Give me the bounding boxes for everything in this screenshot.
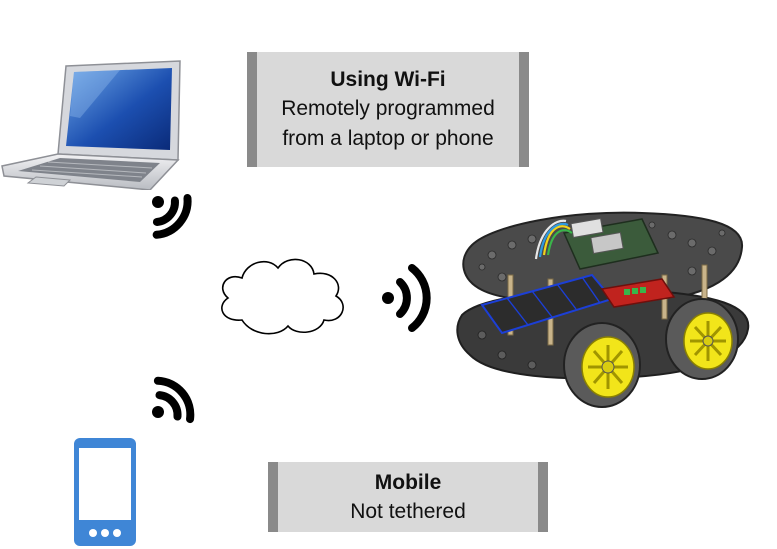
wheel-front-right: [665, 298, 739, 380]
wifi-title: Using Wi-Fi: [330, 68, 446, 91]
mobile-label-box: Mobile Not tethered: [268, 462, 548, 532]
wifi-signal-icon: [382, 264, 431, 332]
cloud-icon: [221, 258, 344, 335]
wifi-line-2: from a laptop or phone: [282, 127, 494, 150]
wifi-label-box: Using Wi-Fi Remotely programmed from a l…: [247, 52, 529, 167]
mobile-title: Mobile: [374, 470, 442, 494]
mobile-line-1: Not tethered: [350, 499, 466, 523]
wheel-front-left: [563, 322, 641, 408]
laptop-icon: [1, 60, 181, 190]
wifi-line-1: Remotely programmed: [281, 97, 495, 120]
robot-car-image: [456, 211, 750, 408]
phone-icon: [74, 438, 136, 546]
wifi-signal-icon: [152, 376, 195, 424]
wifi-signal-icon: [152, 194, 192, 239]
